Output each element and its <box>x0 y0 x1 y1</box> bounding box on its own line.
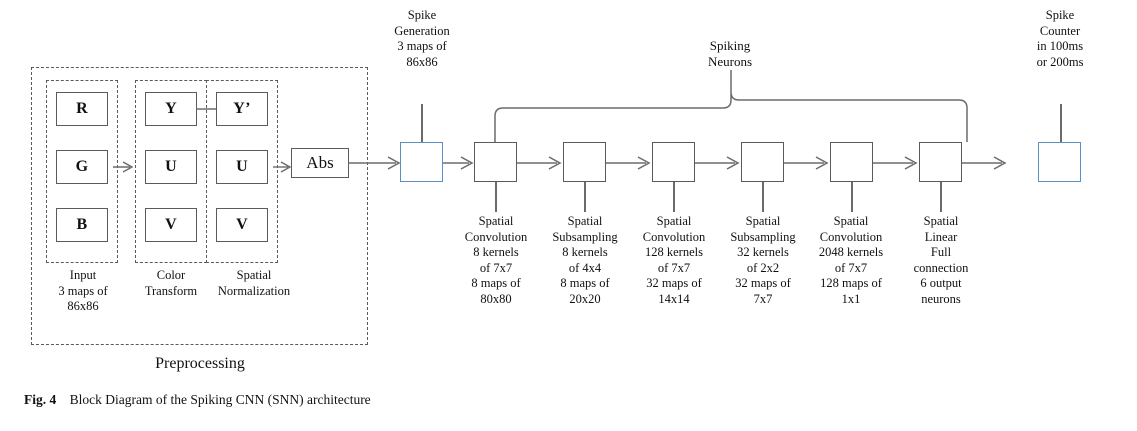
layer-label-3: Spatial Convolution 128 kernels of 7x7 3… <box>642 214 706 306</box>
arrow-layer4-to-layer5 <box>784 154 830 172</box>
spike-counter-label: Spike Counter in 100ms or 200ms <box>1036 8 1084 69</box>
spatial-normalization-group-caption: Spatial Normalization <box>217 268 291 298</box>
layer-box-5 <box>830 142 873 182</box>
channel-box-b: B <box>56 208 108 242</box>
spike-counter-box <box>1038 142 1081 182</box>
layer-box-1 <box>474 142 517 182</box>
layer-stem-2 <box>584 182 586 212</box>
norm-box-v: V <box>216 208 268 242</box>
norm-box-yprime: Y’ <box>216 92 268 126</box>
layer-label-4: Spatial Subsampling 32 kernels of 2x2 32… <box>730 214 796 306</box>
layer-label-6: Spatial Linear Full connection 6 output … <box>913 214 969 306</box>
channel-box-g: G <box>56 150 108 184</box>
abs-box: Abs <box>291 148 349 178</box>
arrow-layer5-to-layer6 <box>873 154 919 172</box>
spike-generation-box <box>400 142 443 182</box>
color-transform-group-caption: Color Transform <box>144 268 198 298</box>
figure-caption-prefix: Fig. 4 <box>24 392 57 407</box>
layer-box-2 <box>563 142 606 182</box>
spatial-normalization-group-border <box>206 80 278 263</box>
spiking-neurons-bracket-label: Spiking Neurons <box>707 38 753 69</box>
input-group-border <box>46 80 118 263</box>
figure-caption-text: Block Diagram of the Spiking CNN (SNN) a… <box>69 392 371 407</box>
preprocessing-section-label: Preprocessing <box>155 355 245 372</box>
input-group-caption: Input 3 maps of 86x86 <box>58 268 108 313</box>
color-box-y: Y <box>145 92 197 126</box>
spike-generation-label: Spike Generation 3 maps of 86x86 <box>394 8 450 69</box>
layer-box-4 <box>741 142 784 182</box>
spike-counter-stem <box>1060 104 1062 142</box>
arrow-abs-to-spike-generation <box>348 154 402 172</box>
preprocessing-outer-border <box>31 67 368 345</box>
spike-generation-stem <box>421 104 423 142</box>
layer-box-3 <box>652 142 695 182</box>
layer-label-1: Spatial Convolution 8 kernels of 7x7 8 m… <box>464 214 528 306</box>
layer-box-6 <box>919 142 962 182</box>
layer-stem-1 <box>495 182 497 212</box>
arrow-input-to-color <box>113 158 137 176</box>
layer-label-5: Spatial Convolution 2048 kernels of 7x7 … <box>818 214 884 306</box>
channel-box-r: R <box>56 92 108 126</box>
arrow-layer6-to-spike-counter <box>962 154 1008 172</box>
spiking-neurons-bracket <box>490 70 980 142</box>
figure-caption: Fig. 4 Block Diagram of the Spiking CNN … <box>24 392 371 408</box>
arrow-layer3-to-layer4 <box>695 154 741 172</box>
layer-label-2: Spatial Subsampling 8 kernels of 4x4 8 m… <box>552 214 618 306</box>
layer-stem-6 <box>940 182 942 212</box>
arrow-norm-to-abs <box>273 158 295 176</box>
color-box-v: V <box>145 208 197 242</box>
arrow-layer1-to-layer2 <box>517 154 563 172</box>
layer-stem-3 <box>673 182 675 212</box>
norm-box-u: U <box>216 150 268 184</box>
layer-stem-4 <box>762 182 764 212</box>
arrow-layer2-to-layer3 <box>606 154 652 172</box>
arrow-spikegen-to-layer1 <box>443 154 475 172</box>
color-box-u: U <box>145 150 197 184</box>
layer-stem-5 <box>851 182 853 212</box>
